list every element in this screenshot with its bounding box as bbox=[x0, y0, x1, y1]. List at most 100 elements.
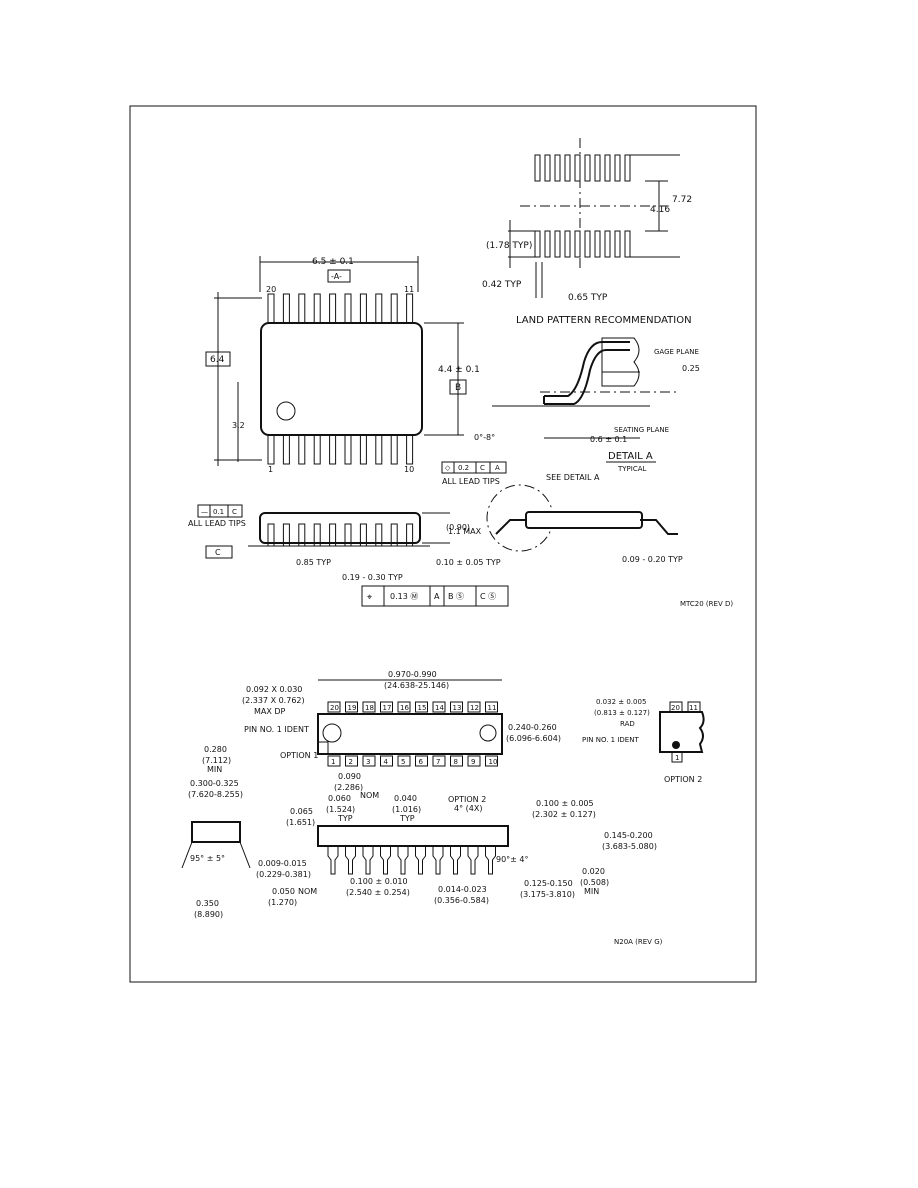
datum-b: B bbox=[455, 383, 461, 393]
all-lead-tips-left: ALL LEAD TIPS bbox=[188, 519, 246, 528]
tol-top-sym: ◇ bbox=[445, 464, 451, 472]
detail-a-view: GAGE PLANE 0.25 SEATING PLANE 0°-8° 0.6 … bbox=[474, 337, 700, 473]
typ-b: TYP bbox=[399, 814, 415, 823]
pin-11-label: 11 bbox=[404, 285, 414, 294]
drawing-frame bbox=[129, 105, 757, 983]
dim-416: 4.16 bbox=[650, 205, 670, 215]
dip-pin-box bbox=[467, 701, 481, 713]
land-pad bbox=[564, 154, 571, 182]
dip-end-view: 0.280 (7.112) MIN 0.300-0.325 (7.620-8.2… bbox=[181, 745, 311, 919]
land-pattern-title: LAND PATTERN RECOMMENDATION bbox=[516, 315, 692, 326]
dim-065: 0.65 TYP bbox=[568, 293, 608, 303]
dip-side-lead bbox=[415, 846, 426, 875]
land-pad bbox=[584, 230, 591, 258]
dip-pin-box bbox=[415, 701, 428, 713]
dip-side-lead bbox=[467, 846, 479, 875]
dip-len-dim: 0.970-0.990 bbox=[388, 670, 437, 679]
land-pad bbox=[544, 154, 551, 182]
dip-pin-box bbox=[345, 755, 358, 767]
tssop-lead bbox=[344, 293, 352, 324]
dip-pin-number: 3 bbox=[366, 758, 370, 766]
dim-0100-mm: (2.302 ± 0.127) bbox=[532, 810, 596, 819]
land-pad bbox=[574, 154, 581, 182]
dip-pin-number: 6 bbox=[419, 758, 424, 766]
position-sym: ⌖ bbox=[367, 593, 372, 603]
n20a-ref: N20A (REV G) bbox=[614, 938, 663, 946]
dip-pin-number: 20 bbox=[330, 704, 339, 712]
dim-0040-mm: (1.016) bbox=[392, 805, 421, 814]
opt2-note-b: 4° (4X) bbox=[454, 804, 482, 813]
detail-a-subtitle: TYPICAL bbox=[617, 465, 647, 473]
dip-len-dim-mm: (24.638-25.146) bbox=[384, 681, 449, 690]
land-pad bbox=[574, 230, 581, 258]
tol-bot-c: C Ⓢ bbox=[480, 592, 496, 601]
dim-0060-mm: (1.524) bbox=[326, 805, 355, 814]
tol-left-val: 0.1 bbox=[213, 508, 224, 516]
dim-772: 7.72 bbox=[672, 195, 692, 205]
opt2-pin20: 20 bbox=[671, 704, 680, 712]
datum-c: C bbox=[215, 548, 221, 557]
dim-0090: 0.090 bbox=[338, 772, 361, 781]
tssop-lead bbox=[298, 434, 306, 465]
tssop-lead bbox=[406, 293, 414, 324]
tol-top-c: C bbox=[480, 464, 485, 472]
typ-a: TYP bbox=[337, 814, 353, 823]
dip-pin-number: 2 bbox=[349, 758, 353, 766]
dim-0350-mm: (8.890) bbox=[194, 910, 223, 919]
dip-width-dim-mm: (6.096-6.604) bbox=[506, 734, 561, 743]
dip-pin-box bbox=[467, 755, 481, 767]
dim-0020-mm: (0.508) bbox=[580, 878, 609, 887]
dip-pin-number: 17 bbox=[383, 704, 392, 712]
dim-0065-mm: (1.651) bbox=[286, 818, 315, 827]
dim-0090-mm: (2.286) bbox=[334, 783, 363, 792]
tssop-lead bbox=[359, 434, 367, 465]
tol-bot-val: 0.13 Ⓜ bbox=[390, 592, 418, 601]
dip-side-lead bbox=[345, 846, 356, 875]
dip-pin-number: 11 bbox=[488, 704, 497, 712]
tssop-lead bbox=[390, 434, 398, 465]
dim-0350: 0.350 bbox=[196, 899, 219, 908]
land-pad bbox=[594, 154, 601, 182]
tssop-body bbox=[260, 322, 423, 436]
min-b: MIN bbox=[584, 887, 599, 896]
tssop-lead bbox=[267, 293, 275, 324]
dim-0020: 0.020 bbox=[582, 867, 605, 876]
dim-0060: 0.060 bbox=[328, 794, 351, 803]
tssop-lead bbox=[282, 293, 290, 324]
dim-0280: 0.280 bbox=[204, 745, 227, 754]
rad: RAD bbox=[620, 720, 635, 728]
dim-32: 3.2 bbox=[232, 421, 245, 430]
datum-a: -A- bbox=[331, 272, 342, 281]
dim-0008-mm: (0.229-0.381) bbox=[256, 870, 311, 879]
nom-a: NOM bbox=[360, 791, 379, 800]
body-width-dim: 6.5 ± 0.1 bbox=[312, 257, 354, 267]
option1: OPTION 1 bbox=[280, 751, 318, 760]
dim-0050-mm: (1.270) bbox=[268, 898, 297, 907]
tol-left-c: C bbox=[232, 508, 237, 516]
dip-pin-number: 8 bbox=[454, 758, 458, 766]
tol-left-sym: — bbox=[201, 508, 208, 516]
dip-pin-box bbox=[327, 755, 341, 767]
tssop-lead bbox=[344, 434, 352, 465]
tssop-top-view: 6.5 ± 0.1 -A- 20 11 1 10 6.4 3.2 4.4 ± 0… bbox=[205, 256, 507, 486]
dip-side-lead bbox=[327, 846, 339, 875]
land-pad bbox=[554, 230, 561, 258]
dip-side-lead bbox=[450, 846, 461, 875]
see-detail-a: SEE DETAIL A bbox=[546, 473, 600, 482]
tssop-side-view: — 0.1 C ALL LEAD TIPS C (0.90) 1.1 MAX 0… bbox=[188, 473, 733, 608]
angle-90: 90°± 4° bbox=[496, 855, 529, 864]
dip-pin-number: 9 bbox=[471, 758, 475, 766]
tssop-lead bbox=[267, 434, 275, 465]
dim-0040: 0.040 bbox=[394, 794, 417, 803]
dip-pin-box bbox=[380, 701, 393, 713]
tol-top-a: A bbox=[495, 464, 500, 472]
dim-0100b-mm: (2.540 ± 0.254) bbox=[346, 888, 410, 897]
land-pad bbox=[604, 230, 611, 258]
tssop-lead bbox=[329, 293, 337, 324]
dip-pin-box bbox=[450, 701, 463, 713]
dip-pin-number: 19 bbox=[348, 704, 357, 712]
dip-pin-number: 14 bbox=[435, 704, 444, 712]
angle-95: 95° ± 5° bbox=[190, 854, 225, 863]
